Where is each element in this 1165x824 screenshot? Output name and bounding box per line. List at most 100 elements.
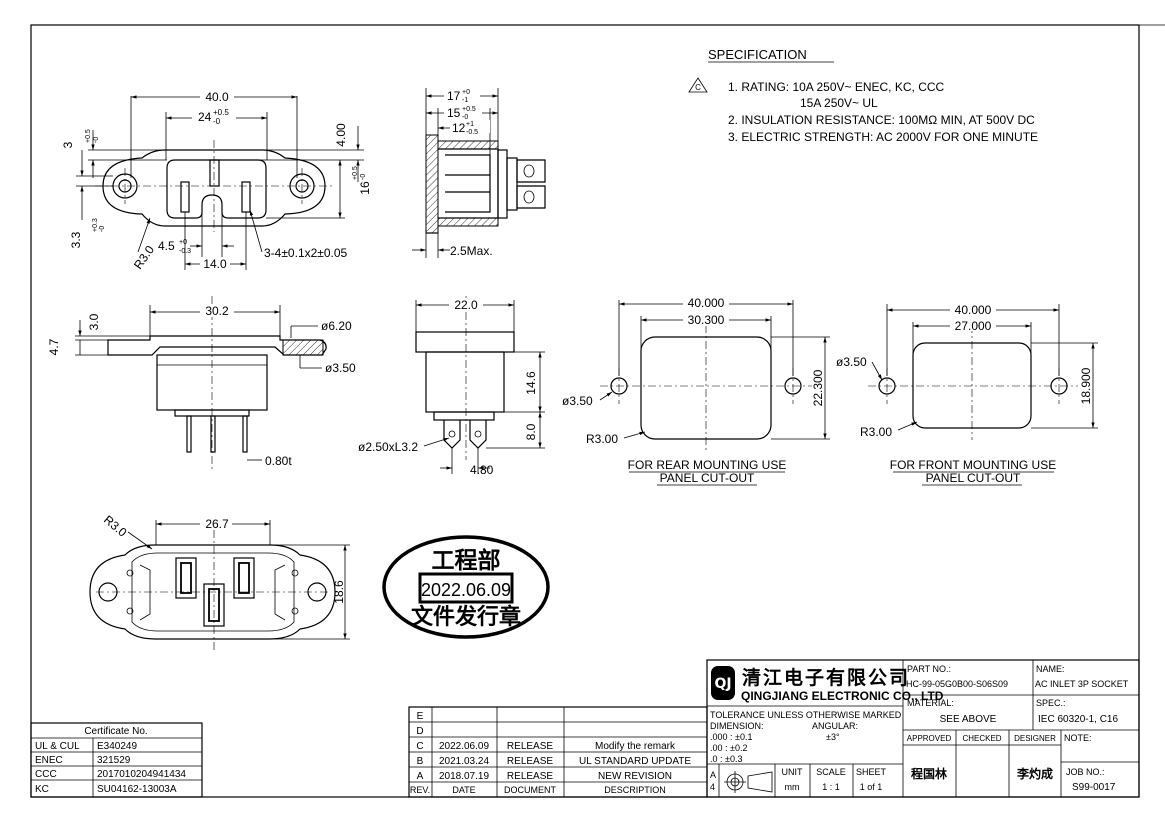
stamp-bottom-text: 文件发行章 <box>411 604 521 630</box>
svg-text:REV.: REV. <box>410 785 430 795</box>
front-dim-27: 27.000 <box>955 319 992 333</box>
svg-text:2021.03.24: 2021.03.24 <box>439 756 489 767</box>
dim-3-0: 3.0 <box>87 313 101 330</box>
part-number: HC-99-05G0B00-S06S09 <box>906 679 1008 689</box>
dim-3: 3 <box>61 141 75 148</box>
svg-text:1 of 1: 1 of 1 <box>860 782 883 792</box>
svg-text:2018.07.19: 2018.07.19 <box>439 771 489 782</box>
stamp-top-text: 工程部 <box>432 547 501 574</box>
company-name-en: QINGJIANG ELECTRONIC CO., LTD <box>741 689 944 703</box>
cert-title: Certificate No. <box>84 726 147 737</box>
svg-text:UL STANDARD UPDATE: UL STANDARD UPDATE <box>579 756 691 767</box>
svg-text:321529: 321529 <box>97 755 131 766</box>
dim-8: 8.0 <box>524 423 538 440</box>
svg-text:JOB NO.:: JOB NO.: <box>1066 767 1105 777</box>
svg-text:C: C <box>416 741 423 752</box>
svg-text:+0.5: +0.5 <box>213 108 229 117</box>
svg-text:IEC 60320-1, C16: IEC 60320-1, C16 <box>1038 714 1118 725</box>
svg-text:RELEASE: RELEASE <box>507 741 553 752</box>
part-name: AC INLET 3P SOCKET <box>1035 679 1129 689</box>
rear-dim-30-3: 30.300 <box>688 313 725 327</box>
front-caption-1: FOR FRONT MOUNTING USE <box>890 458 1056 472</box>
spec-line-1: 1. RATING: 10A 250V~ ENEC, KC, CCC <box>728 80 945 94</box>
dim-4: 4.00 <box>334 123 348 147</box>
svg-text:DIMENSION:: DIMENSION: <box>710 721 764 731</box>
svg-text:MATERIAL:: MATERIAL: <box>907 698 954 708</box>
spec-line-3: 3. ELECTRIC STRENGTH: AC 2000V FOR ONE M… <box>728 130 1038 144</box>
rear-panel-cutout: 40.000 30.300 22.300 ø3.50 R3.00 FOR REA… <box>562 296 830 486</box>
end-view-dimensions: 22.0 14.6 8.0 ø2.50xL3.2 4.80 <box>358 298 545 477</box>
front-dim-r3: R3.00 <box>860 425 892 439</box>
company-name-cn: 清江电子有限公司 <box>742 666 910 689</box>
side-section-view <box>425 134 546 234</box>
bottom-dim-26-7: 26.7 <box>205 517 229 531</box>
side-view-mounted-dimensions: 30.2 3.0 4.7 ø6.20 ø3.50 0.80t <box>47 304 356 468</box>
svg-text:2022.06.09: 2022.06.09 <box>439 741 489 752</box>
svg-text:DOCUMENT: DOCUMENT <box>504 785 556 795</box>
svg-text:.000 : ±0.1: .000 : ±0.1 <box>710 732 752 742</box>
svg-text:RELEASE: RELEASE <box>507 771 553 782</box>
dim-4-5: 4.5 <box>158 239 175 253</box>
svg-text:DESCRIPTION: DESCRIPTION <box>604 785 666 795</box>
certificate-table: Certificate No. UL & CUL E340249 ENEC 32… <box>30 722 203 798</box>
specification-block: SPECIFICATION C 1. RATING: 10A 250V~ ENE… <box>688 47 1038 144</box>
svg-text:+0.5: +0.5 <box>352 166 359 180</box>
title-block: QJ 清江电子有限公司 QINGJIANG ELECTRONIC CO., LT… <box>706 659 1140 798</box>
designed-by: 李灼成 <box>1016 766 1053 781</box>
svg-text:E: E <box>417 711 424 722</box>
svg-text:+0: +0 <box>462 89 470 96</box>
svg-text:+0.5: +0.5 <box>462 106 476 113</box>
spec-line-2: 2. INSULATION RESISTANCE: 100MΩ MIN, AT … <box>728 113 1035 127</box>
svg-text:.00 : ±0.2: .00 : ±0.2 <box>710 743 747 753</box>
spec-title: SPECIFICATION <box>708 47 807 62</box>
dim-22: 22.0 <box>454 298 478 312</box>
svg-text:NEW REVISION: NEW REVISION <box>598 771 672 782</box>
dim-4-7: 4.7 <box>47 338 61 355</box>
svg-text:+0: +0 <box>179 239 187 246</box>
dim-dia-3-50: ø3.50 <box>325 361 356 375</box>
svg-text:B: B <box>417 756 424 767</box>
front-caption-2: PANEL CUT-OUT <box>926 471 1021 485</box>
dim-17: 17 <box>447 89 461 103</box>
svg-text:4: 4 <box>710 782 715 792</box>
svg-text:-0: -0 <box>462 114 468 121</box>
svg-text:-0.5: -0.5 <box>466 129 478 136</box>
front-panel-cutout: 40.000 27.000 18.900 ø3.50 R3.00 FOR FRO… <box>836 302 1098 486</box>
rear-caption-1: FOR REAR MOUNTING USE <box>628 458 787 472</box>
tolerance-title: TOLERANCE UNLESS OTHERWISE MARKED <box>710 710 902 720</box>
rear-dim-22-3: 22.300 <box>811 369 825 406</box>
svg-text:C: C <box>695 83 701 92</box>
svg-text:CHECKED: CHECKED <box>962 734 1001 743</box>
stamp-date: 2022.06.09 <box>421 580 511 600</box>
svg-text:E340249: E340249 <box>97 741 137 752</box>
svg-text:-0: -0 <box>213 117 221 126</box>
svg-text:Modify the remark: Modify the remark <box>595 741 676 752</box>
svg-text:-0: -0 <box>360 174 367 180</box>
dim-12: 12 <box>452 121 466 135</box>
svg-text:SCALE: SCALE <box>816 767 846 777</box>
svg-text:A: A <box>710 770 716 780</box>
svg-text:ENEC: ENEC <box>35 755 63 766</box>
svg-text:SPEC.:: SPEC.: <box>1036 698 1066 708</box>
rear-dim-40: 40.000 <box>688 296 725 310</box>
svg-text:SU04162-13003A: SU04162-13003A <box>97 784 177 795</box>
svg-text:RELEASE: RELEASE <box>507 756 553 767</box>
department-release-stamp: 工程部 2022.06.09 文件发行章 <box>382 535 550 639</box>
dim-14-6: 14.6 <box>524 371 538 395</box>
svg-text:-1: -1 <box>462 97 468 104</box>
dim-4-80: 4.80 <box>470 463 494 477</box>
svg-text:SEE ABOVE: SEE ABOVE <box>940 714 997 725</box>
svg-text:+1: +1 <box>466 121 474 128</box>
svg-text:+0.5: +0.5 <box>85 129 92 143</box>
svg-text:UL & CUL: UL & CUL <box>35 741 80 752</box>
side-view-dimensions: 17 +0 -1 15 +0.5 -0 12 +1 -0.5 2.5Max. <box>412 88 499 258</box>
svg-text:KC: KC <box>35 784 49 795</box>
dim-pin: 3-4±0.1x2±0.05 <box>264 246 348 260</box>
svg-text:SHEET: SHEET <box>856 767 887 777</box>
svg-text:D: D <box>416 726 423 737</box>
svg-text:1 : 1: 1 : 1 <box>822 782 840 792</box>
svg-text:NOTE:: NOTE: <box>1064 733 1092 743</box>
svg-text:NAME:: NAME: <box>1036 664 1065 674</box>
dim-dia-6-20: ø6.20 <box>321 319 352 333</box>
